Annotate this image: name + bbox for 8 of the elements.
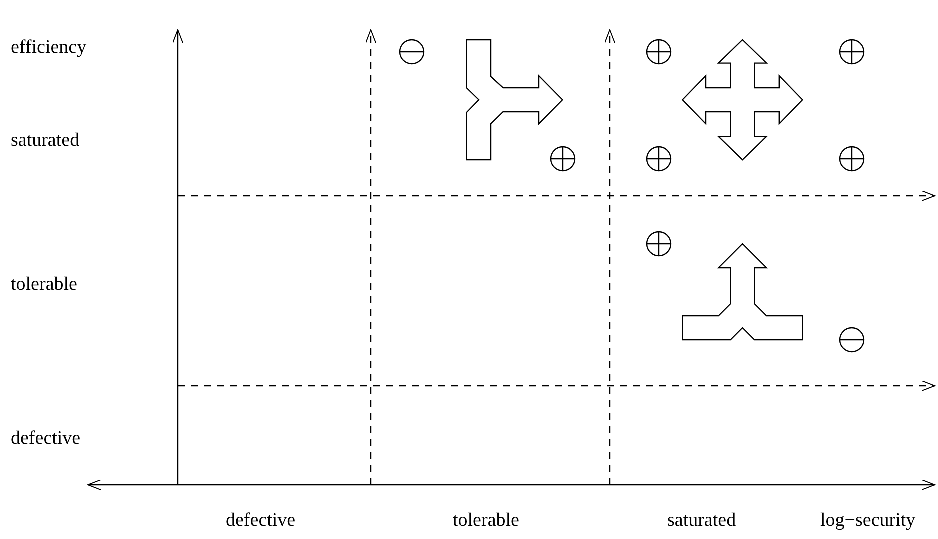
axis-label: saturated: [11, 131, 80, 150]
axis-label: tolerable: [453, 511, 520, 530]
axis-label: defective: [226, 511, 296, 530]
axis-title: log−security: [820, 511, 916, 530]
axis-label: defective: [11, 429, 81, 448]
axis-label: tolerable: [11, 275, 78, 294]
axis-label: efficiency: [11, 38, 87, 57]
axis-label: saturated: [668, 511, 736, 530]
